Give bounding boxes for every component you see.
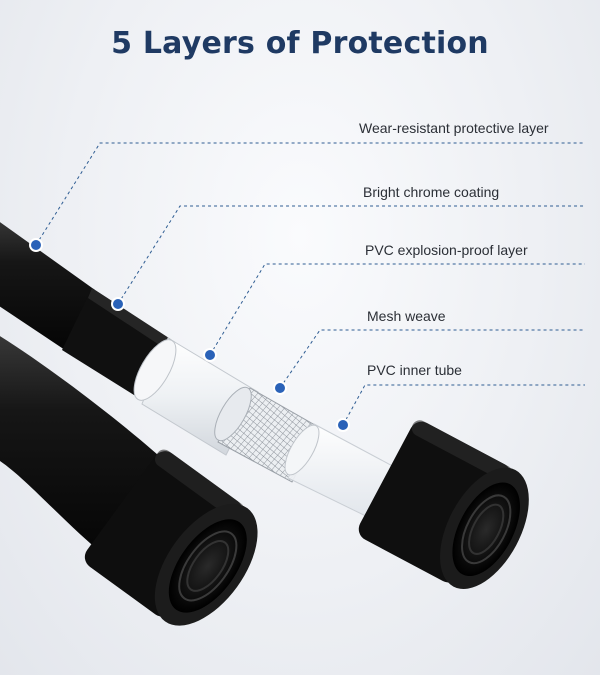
page-title: 5 Layers of Protection bbox=[111, 26, 489, 61]
layer-label-3: PVC explosion-proof layer bbox=[365, 242, 528, 258]
upper-hose bbox=[0, 222, 529, 590]
marker-dot-3 bbox=[203, 348, 217, 362]
layer-label-4: Mesh weave bbox=[367, 308, 446, 324]
marker-dot-1 bbox=[29, 238, 43, 252]
leader-line-3 bbox=[209, 263, 585, 356]
marker-dots bbox=[29, 238, 350, 432]
marker-dot-2 bbox=[111, 297, 125, 311]
leader-line-2 bbox=[117, 205, 585, 305]
marker-dot-5 bbox=[336, 418, 350, 432]
leader-lines bbox=[35, 142, 585, 426]
leader-line-1 bbox=[35, 142, 585, 246]
marker-dot-4 bbox=[273, 381, 287, 395]
layer-label-5: PVC inner tube bbox=[367, 362, 462, 378]
leader-line-4 bbox=[279, 329, 585, 389]
layer-label-1: Wear-resistant protective layer bbox=[359, 120, 549, 136]
leader-line-5 bbox=[342, 384, 585, 426]
lower-hose bbox=[0, 336, 258, 626]
layer-label-2: Bright chrome coating bbox=[363, 184, 500, 200]
